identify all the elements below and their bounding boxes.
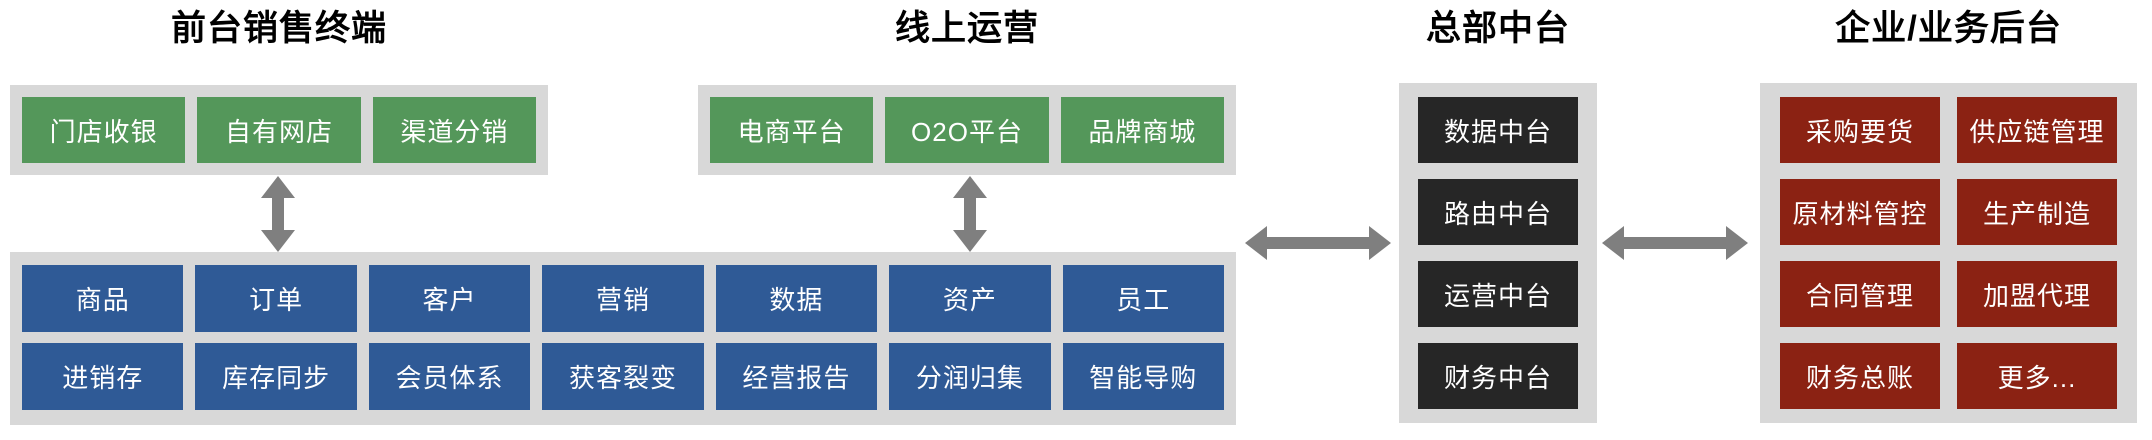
back-office-item: 加盟代理 — [1957, 261, 2117, 327]
online-ops-item: O2O平台 — [885, 97, 1049, 163]
back-office-item: 采购要货 — [1780, 97, 1940, 163]
capability-item: 商品 — [22, 265, 184, 332]
capability-item: 数据 — [715, 265, 878, 332]
section-title-back-office: 企业/业务后台 — [1835, 9, 2062, 48]
back-office-panel: 采购要货 供应链管理 原材料管控 生产制造 合同管理 加盟代理 财务总账 更多.… — [1760, 83, 2137, 423]
vertical-double-arrow-icon — [261, 176, 295, 252]
capability-item: 智能导购 — [1062, 343, 1224, 410]
section-title-mid-platform: 总部中台 — [1425, 9, 1570, 48]
vertical-double-arrow-icon — [953, 176, 987, 252]
back-office-item: 合同管理 — [1780, 261, 1940, 327]
capability-item: 经营报告 — [715, 343, 878, 410]
capability-item: 进销存 — [22, 343, 184, 410]
capability-item: 资产 — [889, 265, 1051, 332]
back-office-item: 生产制造 — [1957, 179, 2117, 245]
section-title-online-ops: 线上运营 — [894, 9, 1039, 48]
back-office-item: 更多... — [1957, 343, 2117, 409]
capability-item: 员工 — [1062, 265, 1224, 332]
section-title-front-office: 前台销售终端 — [170, 9, 387, 48]
capability-item: 获客裂变 — [542, 343, 704, 410]
back-office-item: 供应链管理 — [1957, 97, 2117, 163]
mid-platform-item: 运营中台 — [1418, 261, 1578, 327]
mid-platform-item: 财务中台 — [1418, 343, 1578, 409]
mid-platform-item: 路由中台 — [1418, 179, 1578, 245]
capability-item: 库存同步 — [195, 343, 357, 410]
capability-item: 客户 — [368, 265, 531, 332]
back-office-item: 财务总账 — [1780, 343, 1940, 409]
capability-item: 会员体系 — [368, 343, 531, 410]
capability-item: 营销 — [542, 265, 704, 332]
mid-platform-panel: 数据中台 路由中台 运营中台 财务中台 — [1399, 83, 1597, 423]
capability-item: 订单 — [195, 265, 357, 332]
mid-platform-item: 数据中台 — [1418, 97, 1578, 163]
back-office-item: 原材料管控 — [1780, 179, 1940, 245]
online-ops-panel: 电商平台 O2O平台 品牌商城 — [698, 85, 1236, 175]
horizontal-double-arrow-icon — [1245, 226, 1391, 260]
online-ops-item: 品牌商城 — [1060, 97, 1224, 163]
horizontal-double-arrow-icon — [1602, 226, 1748, 260]
capability-item: 分润归集 — [889, 343, 1051, 410]
front-office-item: 自有网店 — [197, 97, 361, 163]
front-office-item: 门店收银 — [22, 97, 186, 163]
capability-grid-panel: 商品 订单 客户 营销 数据 资产 员工 进销存 库存同步 会员体系 获客裂变 … — [10, 252, 1236, 425]
front-office-item: 渠道分销 — [372, 97, 536, 163]
front-office-panel: 门店收银 自有网店 渠道分销 — [10, 85, 548, 175]
online-ops-item: 电商平台 — [710, 97, 874, 163]
